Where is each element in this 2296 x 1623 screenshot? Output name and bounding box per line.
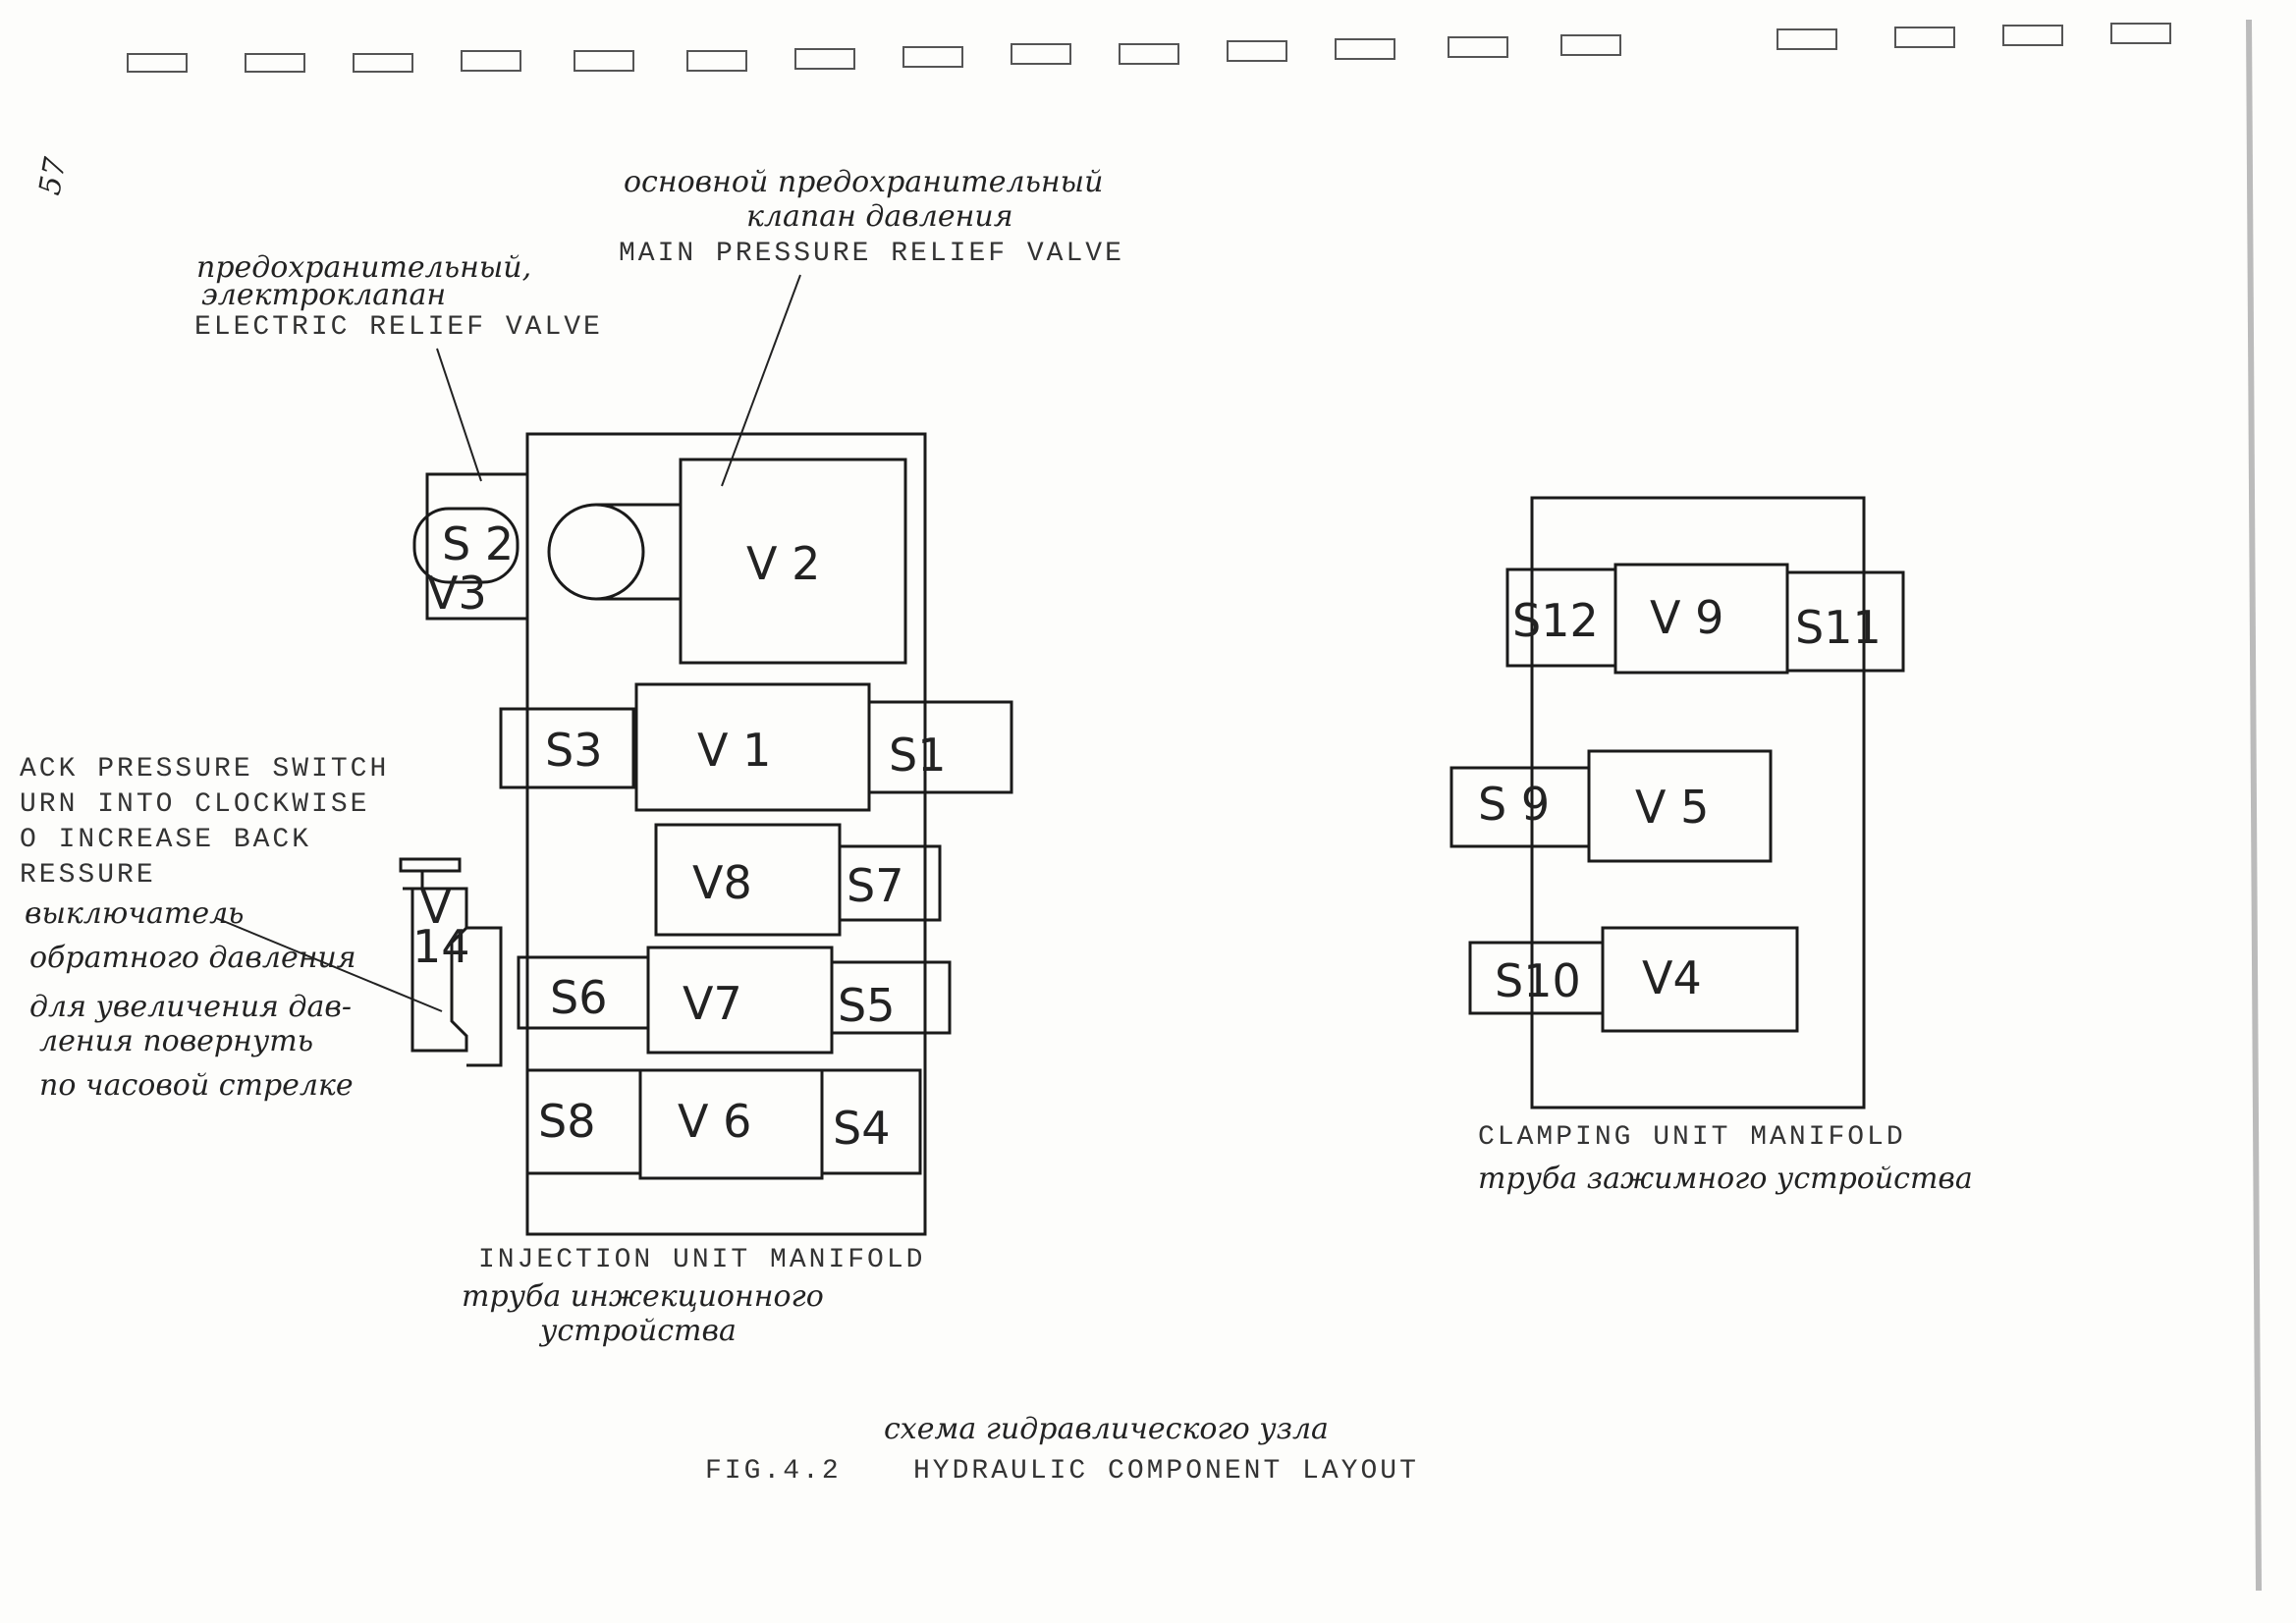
injection-manifold: S 2 V3 V 2 S3 V 1 S1 V8 S7 S6 V7 S5 S8 V… xyxy=(399,432,1013,1348)
v4-block xyxy=(1601,926,1799,1033)
v5-block xyxy=(1587,749,1773,863)
back-pressure-line: ACK PRESSURE SWITCH xyxy=(20,754,389,784)
s3-label: S3 xyxy=(545,724,602,777)
s4-label: S4 xyxy=(833,1102,890,1155)
v2-label: V 2 xyxy=(746,537,820,590)
figure-caption: HYDRAULIC COMPONENT LAYOUT xyxy=(913,1456,1419,1487)
s8-label: S8 xyxy=(538,1095,595,1148)
injection-manifold-body xyxy=(525,432,927,1236)
v14-label-top: V xyxy=(420,881,452,934)
back-pressure-leader xyxy=(215,917,443,1012)
clamping-manifold-body xyxy=(1530,496,1866,1109)
back-pressure-ru-line: для увеличения дав- xyxy=(29,990,352,1024)
s12-label: S12 xyxy=(1512,594,1599,647)
page-number: 57 xyxy=(32,154,73,198)
relief-valve-circle xyxy=(547,503,645,601)
back-pressure-ru-line: обратного давления xyxy=(29,941,356,975)
main-relief-ru-line1: основной предохранительный xyxy=(624,165,1103,199)
electric-relief-ru-line1: предохранительный, xyxy=(196,250,531,285)
binder-holes xyxy=(127,23,2171,73)
s11-label: S11 xyxy=(1795,601,1882,654)
back-pressure-line: O INCREASE BACK xyxy=(20,825,311,855)
s11-solenoid xyxy=(1785,570,1905,673)
injection-manifold-title-ru-2: устройства xyxy=(538,1314,737,1348)
v9-label: V 9 xyxy=(1650,591,1723,644)
main-relief-label: MAIN PRESSURE RELIEF VALVE xyxy=(619,239,1124,269)
clamping-manifold-title: CLAMPING UNIT MANIFOLD xyxy=(1478,1122,1906,1153)
figure-number: FIG.4.2 xyxy=(705,1456,842,1487)
s1-solenoid xyxy=(867,700,1013,794)
v2-block xyxy=(679,458,907,665)
s6-label: S6 xyxy=(550,971,607,1024)
injection-manifold-title-ru-1: труба инжекционного xyxy=(462,1279,824,1314)
v1-label: V 1 xyxy=(697,724,771,777)
v3-label: V3 xyxy=(427,567,487,620)
back-pressure-ru-line: ления повернуть xyxy=(39,1024,313,1058)
page-edge-shadow xyxy=(2246,19,2262,1592)
back-pressure-line: URN INTO CLOCKWISE xyxy=(20,789,369,820)
electric-relief-leader xyxy=(436,348,482,482)
v8-label: V8 xyxy=(692,856,752,909)
relief-valve-connector xyxy=(596,503,681,601)
s1-label: S1 xyxy=(889,729,946,782)
s9-label: S 9 xyxy=(1478,778,1550,831)
back-pressure-ru-line: выключатель xyxy=(25,896,245,931)
v4-label: V4 xyxy=(1642,951,1702,1004)
v14-back-pressure-valve: V 14 xyxy=(399,857,503,1067)
main-relief-leader xyxy=(721,274,801,487)
s5-label: S5 xyxy=(838,979,895,1032)
clamping-manifold-title-ru: труба зажимного устройства xyxy=(1478,1162,1973,1196)
main-relief-ru-line2: клапан давления xyxy=(746,199,1013,234)
back-pressure-ru-line: по часовой стрелке xyxy=(39,1068,354,1103)
s7-label: S7 xyxy=(847,859,903,912)
back-pressure-line: RESSURE xyxy=(20,860,156,891)
electric-relief-ru-line2: электроклапан xyxy=(201,278,446,312)
v14-label-bottom: 14 xyxy=(412,920,470,973)
clamping-manifold: S12 V 9 S11 S 9 V 5 S10 V4 CLAMPING UNIT… xyxy=(1449,496,1973,1196)
electric-relief-label: ELECTRIC RELIEF VALVE xyxy=(194,312,603,343)
s3-solenoid xyxy=(499,707,635,789)
injection-manifold-title: INJECTION UNIT MANIFOLD xyxy=(478,1245,925,1275)
s10-label: S10 xyxy=(1495,954,1581,1007)
back-pressure-note: ACK PRESSURE SWITCH URN INTO CLOCKWISE O… xyxy=(20,754,443,1103)
v7-label: V7 xyxy=(683,977,742,1030)
s7-solenoid xyxy=(838,844,942,922)
s5-solenoid xyxy=(830,960,952,1035)
s2-label: S 2 xyxy=(442,517,514,570)
v6-label: V 6 xyxy=(678,1095,751,1148)
v5-label: V 5 xyxy=(1635,781,1709,834)
figure-caption-ru: схема гидравлического узла xyxy=(884,1412,1329,1446)
s4-solenoid xyxy=(820,1068,922,1175)
s2-mount xyxy=(425,472,529,621)
s2-solenoid xyxy=(412,507,519,584)
